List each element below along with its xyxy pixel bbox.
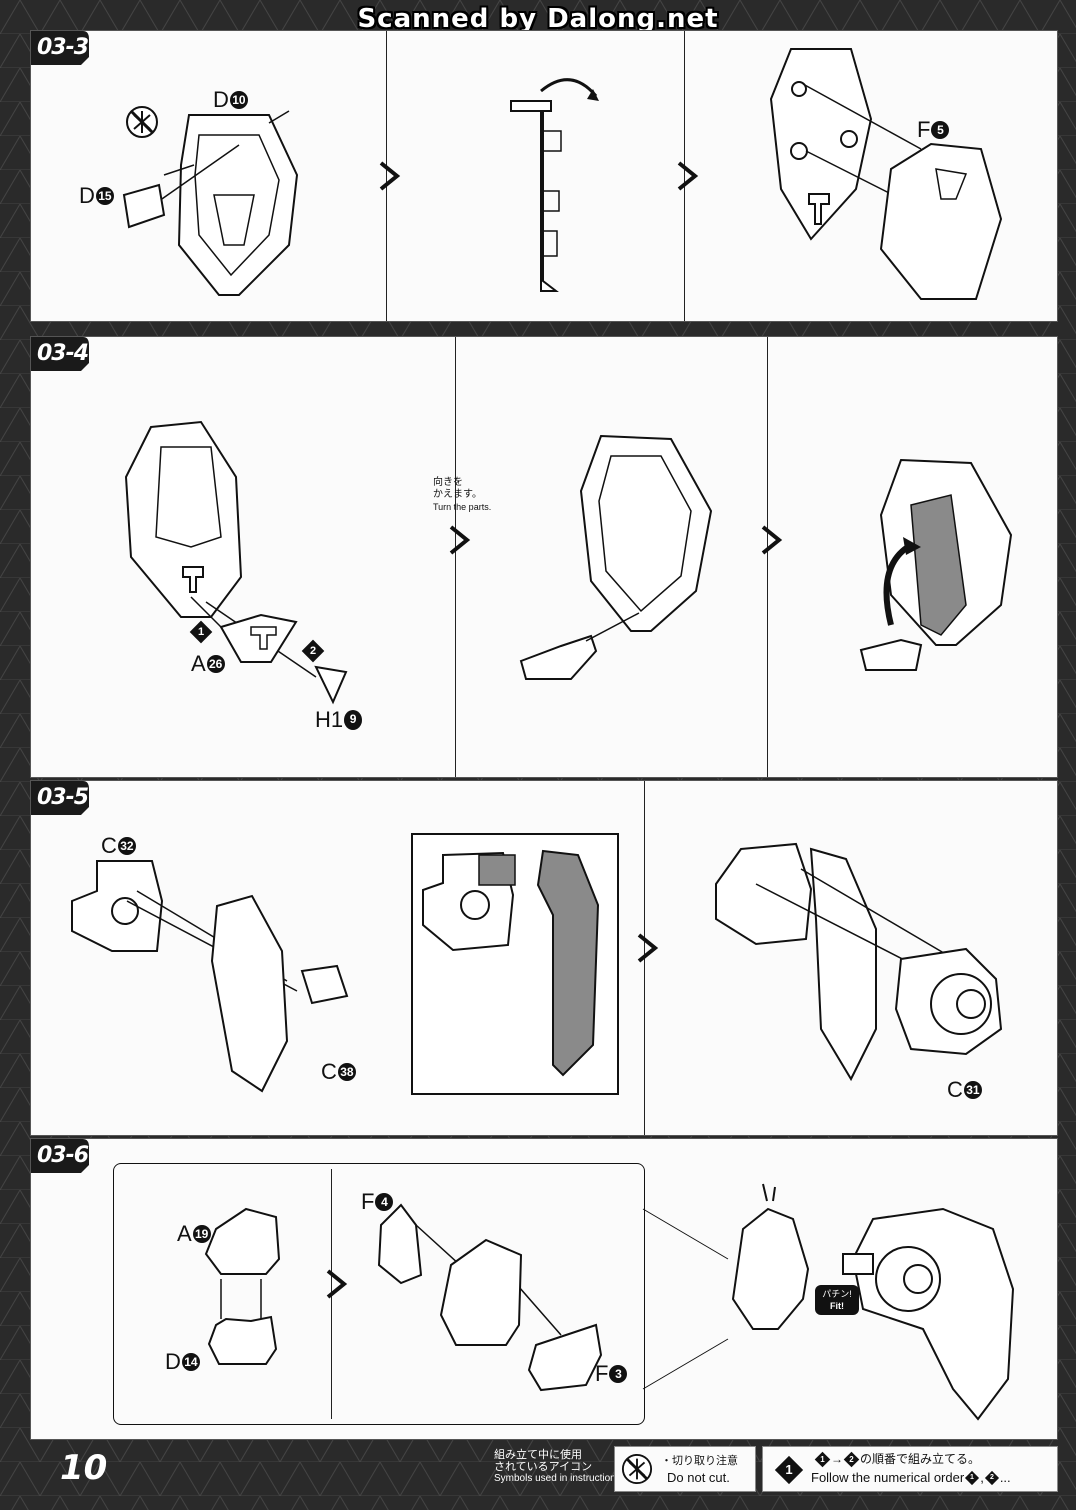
step-tag-bg [31, 337, 89, 371]
shield-back-drawing [124, 420, 348, 705]
next-arrow-icon [379, 161, 401, 191]
sub-assembly-box [113, 1163, 645, 1425]
legend-order-en: Follow the numerical order 1 , 2 ... [811, 1470, 1011, 1485]
hinge-shaded-detail-drawing [422, 849, 600, 1077]
turn-parts-note: 向きを かえます。 Turn the parts. [433, 477, 492, 512]
shield-assembly-drawing [769, 48, 1003, 300]
step-number: 03-4 [37, 341, 89, 366]
do-not-cut-icon [621, 1453, 653, 1485]
legend-order-jp: 1 → 2 の順番で組み立てる。 [814, 1451, 980, 1468]
hinge-part-drawing [71, 860, 349, 1093]
column-divider [767, 337, 768, 777]
shield-assembled-drawing [859, 458, 1013, 671]
fit-badge: パチン! Fit! [815, 1285, 859, 1315]
legend-numerical-order: 1 1 → 2 の順番で組み立てる。 Follow the numerical … [762, 1446, 1058, 1492]
column-divider [455, 337, 456, 777]
step-tag-bg [31, 1139, 89, 1173]
next-arrow-icon [326, 1269, 348, 1299]
callout-lines [642, 1208, 729, 1390]
next-arrow-icon [449, 525, 471, 555]
step-number: 03-3 [37, 35, 89, 60]
column-divider [684, 31, 685, 321]
detail-inset-box [411, 833, 619, 1095]
icons-legend-label: 組み立て中に使用 されているアイコン Symbols used in instr… [494, 1449, 621, 1484]
cover-part-drawing [204, 1207, 281, 1365]
next-arrow-icon [761, 525, 783, 555]
order-badge-icon: 1 [774, 1455, 804, 1485]
step-number: 03-6 [37, 1143, 89, 1168]
column-divider [386, 31, 387, 321]
do-not-cut-icon [126, 106, 158, 138]
shield-part-drawing [122, 110, 299, 296]
step-tag-bg [31, 31, 89, 65]
next-arrow-icon [677, 161, 699, 191]
order-marker-2: 2 [301, 639, 325, 663]
cover-assembly-drawing [377, 1203, 603, 1392]
legend-cut-jp: ・切り取り注意 [661, 1455, 738, 1467]
order-marker-1: 1 [189, 620, 213, 644]
scan-banner: Scanned by Dalong.net [357, 4, 719, 34]
page-number: 10 [60, 1448, 108, 1488]
step-number: 03-5 [37, 785, 89, 810]
final-assembly-drawing [731, 1183, 1015, 1421]
side-view-part-drawing [510, 78, 599, 292]
legend-do-not-cut: ・切り取り注意 Do not cut. [614, 1446, 756, 1492]
legend-cut-en: Do not cut. [667, 1470, 730, 1485]
next-arrow-icon [637, 933, 659, 963]
hinge-assembly-drawing [715, 842, 1003, 1082]
step-tag-bg [31, 781, 89, 815]
shield-front-drawing [519, 434, 713, 680]
